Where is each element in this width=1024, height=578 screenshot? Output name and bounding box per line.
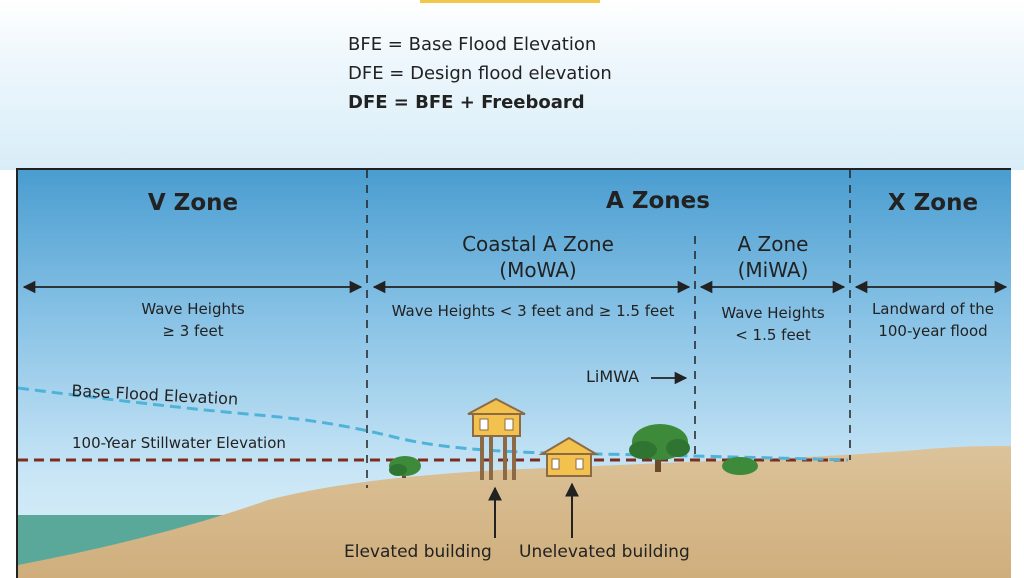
a-zone-name: A Zone <box>737 232 809 256</box>
a-zones-title: A Zones <box>606 188 710 214</box>
definitions-block: BFE = Base Flood Elevation DFE = Design … <box>348 30 612 117</box>
diagram-scene <box>18 170 1011 578</box>
v-zone-wave-note-line1: Wave Heights <box>141 300 245 318</box>
definition-formula: DFE = BFE + Freeboard <box>348 92 585 113</box>
coastal-a-zone-name: Coastal A Zone <box>462 232 614 256</box>
top-tab-accent <box>420 0 600 3</box>
flood-zone-diagram: V Zone A Zones X Zone Coastal A Zone (Mo… <box>16 168 1011 578</box>
tree-left <box>389 456 421 478</box>
elevated-building-house <box>467 397 526 480</box>
limwa-label: LiMWA <box>586 367 640 386</box>
a-zone-wave-note-line2: < 1.5 feet <box>735 326 811 344</box>
coastal-a-zone-abbrev: (MoWA) <box>499 258 577 282</box>
definition-bfe: BFE = Base Flood Elevation <box>348 34 597 55</box>
v-zone-wave-note: Wave Heights ≥ 3 feet <box>113 298 273 342</box>
a-zone-wave-note: Wave Heights < 1.5 feet <box>703 302 843 346</box>
a-zone-title: A Zone (MiWA) <box>713 231 833 283</box>
a-zone-wave-note-line1: Wave Heights <box>721 304 825 322</box>
elevated-building-label: Elevated building <box>344 542 492 562</box>
unelevated-building-house <box>538 436 600 477</box>
stillwater-elevation-label: 100-Year Stillwater Elevation <box>72 434 286 452</box>
x-zone-title: X Zone <box>887 190 979 216</box>
v-zone-wave-note-line2: ≥ 3 feet <box>162 322 224 340</box>
ground <box>18 446 1011 578</box>
base-flood-elevation-line <box>18 386 849 462</box>
unelevated-building-label: Unelevated building <box>519 542 690 562</box>
v-zone-title: V Zone <box>147 190 239 216</box>
x-zone-wave-note: Landward of the 100-year flood <box>858 298 1008 342</box>
tree-large <box>629 424 690 472</box>
coastal-a-wave-note: Wave Heights < 3 feet and ≥ 1.5 feet <box>391 302 675 320</box>
x-zone-wave-note-line1: Landward of the <box>871 300 995 318</box>
x-zone-wave-note-line2: 100-year flood <box>878 322 988 340</box>
definition-dfe: DFE = Design flood elevation <box>348 63 612 84</box>
bush-right <box>722 457 758 475</box>
definitions-panel <box>0 0 1024 170</box>
a-zone-abbrev: (MiWA) <box>737 258 809 282</box>
coastal-a-zone-title: Coastal A Zone (MoWA) <box>438 231 638 283</box>
